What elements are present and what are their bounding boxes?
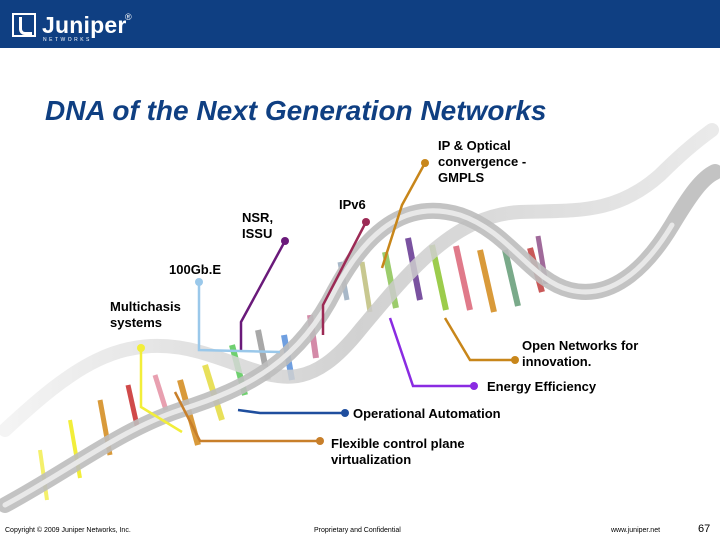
ipv6-dot [362,218,370,226]
callout-lines [137,159,519,445]
label-flexible-line2: virtualization [331,452,412,467]
dna-strand-back [0,123,719,437]
logo-subtext: NETWORKS [43,37,92,43]
label-nsr-line1: NSR, [242,210,274,225]
ip-optical-dot [421,159,429,167]
dna-strand-front-highlight [2,208,675,508]
slide-title: DNA of the Next Generation Networks [45,95,547,126]
juniper-logo[interactable]: Juniper ® NETWORKS [12,10,140,43]
base-pair [453,245,473,311]
label-ip-optical-line3: GMPLS [438,170,485,185]
gbe-dot [195,278,203,286]
operational-dot [341,409,349,417]
operational-connector [237,408,345,415]
footer-copyright: Copyright © 2009 Juniper Networks, Inc. [5,527,131,534]
footer-confidential: Proprietary and Confidential [314,527,401,534]
footer-url[interactable]: www.juniper.net [611,527,661,534]
ip-optical-connector [380,162,427,269]
multichasis-dot [137,344,145,352]
label-operational-automation: Operational Automation [353,406,501,421]
dna-base-pairs [38,235,549,501]
label-ip-optical-line2: convergence - [438,154,527,169]
label-100gbe: 100Gb.E [169,262,222,277]
flexible-connector [173,391,320,443]
label-ipv6: IPv6 [339,197,366,212]
multichasis-connector [139,348,183,434]
logo-text: Juniper [42,12,127,38]
label-open-networks-line1: Open Networks for [522,338,639,353]
label-flexible-control: Flexible control plane virtualization [331,436,465,468]
label-multichasis-line2: systems [110,315,163,330]
base-pair [152,374,169,411]
logo-registered-mark: ® [125,12,132,22]
open-networks-connector [443,317,515,362]
open-networks-dot [511,356,519,364]
label-nsr: NSR, ISSU [242,210,273,242]
gbe-connector [197,282,281,354]
energy-dot [470,382,478,390]
label-multichasis: Multichasis systems [110,299,181,331]
ipv6-connector [321,221,368,335]
base-pair [477,249,497,313]
label-ip-optical: IP & Optical convergence - GMPLS [438,138,526,186]
flexible-dot [316,437,324,445]
base-pair [359,261,373,313]
nsr-dot [281,237,289,245]
base-pair [502,249,521,307]
label-open-networks: Open Networks for innovation. [522,338,638,370]
label-multichasis-line1: Multichasis [110,299,181,314]
juniper-logo-icon [12,13,36,37]
label-flexible-line1: Flexible control plane [331,436,465,451]
header-bar: Juniper ® NETWORKS [0,0,720,48]
label-open-networks-line2: innovation. [522,354,592,369]
label-energy-efficiency: Energy Efficiency [487,379,597,394]
page-number: 67 [698,523,711,535]
label-nsr-line2: ISSU [242,226,273,241]
nsr-connector [239,240,287,352]
energy-connector [388,317,474,388]
label-ip-optical-line1: IP & Optical [438,138,511,153]
